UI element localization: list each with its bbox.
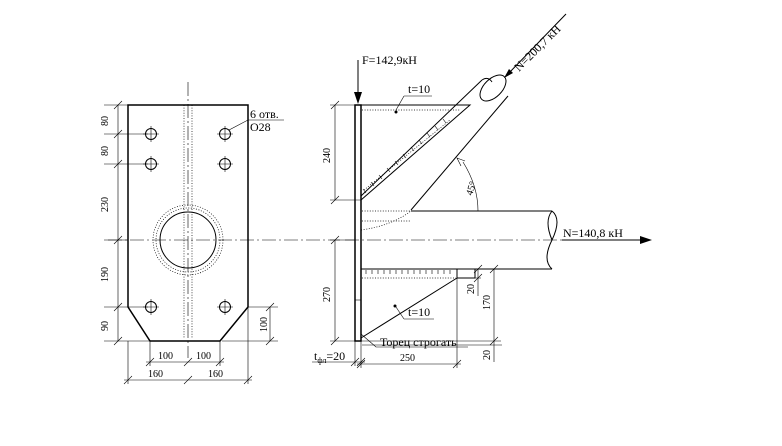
holes-note-line1: 6 отв.: [250, 107, 279, 121]
pipe-weld-circle: [155, 207, 221, 273]
dim-160-left: 160: [148, 369, 163, 380]
dim-20-b: 20: [482, 350, 493, 360]
dim-190: 190: [100, 267, 111, 282]
diagonal-pipe: [360, 74, 509, 211]
plate-thickness-dim: [312, 341, 366, 367]
force-n-horizontal-label: N=140,8 кН: [563, 226, 623, 240]
bottom-rib-plate: [360, 269, 476, 339]
front-view: 6 отв. O28 80 80 230 190 90 100: [100, 82, 340, 385]
pipe-weld-circle-outer: [152, 204, 224, 276]
dim-230: 230: [100, 197, 111, 212]
front-right-dim: [222, 302, 278, 346]
flange-plate: [354, 104, 362, 342]
rib-bottom-label: t=10: [408, 305, 430, 319]
holes-note-leader: [228, 119, 284, 131]
dim-20-a: 20: [466, 284, 477, 294]
dim-270: 270: [322, 287, 333, 302]
angle-arc: [462, 161, 479, 212]
horizontal-weld-ticks: [365, 270, 451, 274]
dim-240: 240: [322, 148, 333, 163]
dim-100-bottom-left: 100: [158, 351, 173, 362]
end-note: Торец строгать: [380, 335, 457, 349]
front-left-dim-chain: [104, 100, 150, 346]
end-note-leader: [360, 333, 468, 348]
joint-weld: [360, 210, 412, 231]
angle-label: 45°: [464, 180, 479, 197]
side-view: 45° t=10 t=10 F=142,9кН N=200,7 кН N=140…: [312, 13, 652, 369]
holes-note-line2: O28: [250, 120, 271, 134]
front-bottom-dims: [123, 307, 253, 385]
side-left-dims: [330, 100, 361, 346]
dim-80-second: 80: [100, 146, 111, 156]
side-right-dims: [361, 264, 502, 362]
dim-250: 250: [400, 353, 415, 364]
dim-100-right: 100: [259, 317, 270, 332]
force-f-arrow: [354, 60, 362, 104]
bolt-holes: [143, 126, 233, 315]
pipe-circle: [159, 211, 217, 269]
force-f-label: F=142,9кН: [362, 53, 417, 67]
force-n-diagonal-arrow: [504, 13, 567, 78]
top-rib-plate: [360, 104, 472, 201]
dim-170: 170: [482, 295, 493, 310]
plate-thickness-label: tфл=20: [314, 349, 345, 365]
side-bottom-dim: [356, 278, 462, 369]
force-n-horizontal-arrow: [562, 236, 652, 244]
dim-100-bottom-right: 100: [196, 351, 211, 362]
dim-160-right: 160: [208, 369, 223, 380]
rib-top-label: t=10: [408, 82, 430, 96]
force-n-diagonal-label: N=200,7 кН: [511, 22, 564, 75]
dim-80-top: 80: [100, 116, 111, 126]
dim-90: 90: [100, 321, 111, 331]
